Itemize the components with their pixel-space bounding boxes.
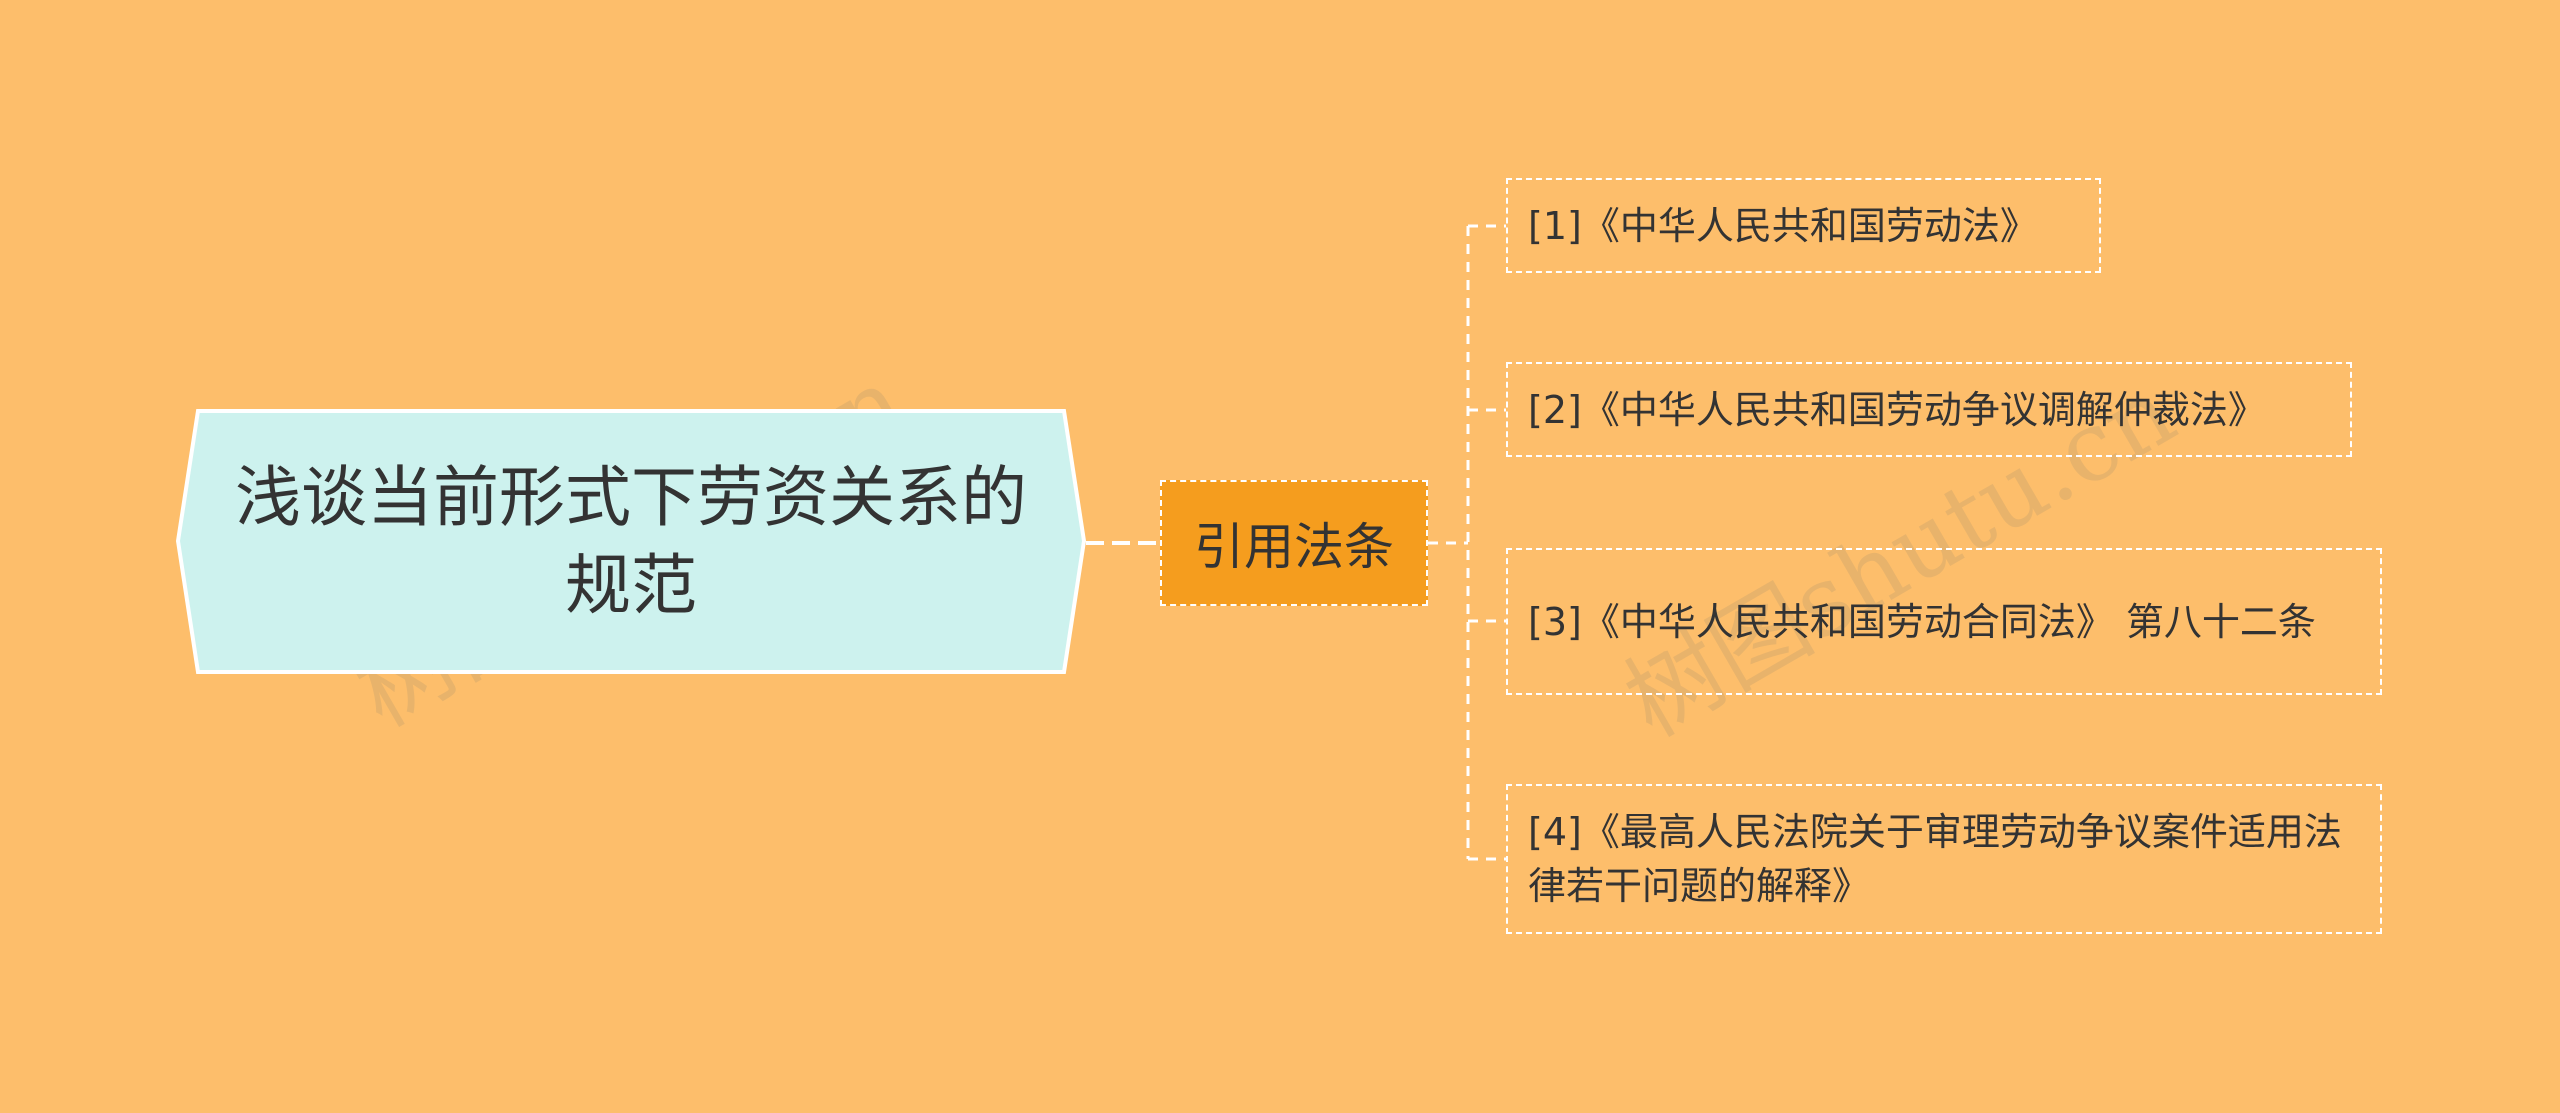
leaf-node-2[interactable]: [2]《中华人民共和国劳动争议调解仲裁法》 [1506,362,2352,457]
branch-node-citations[interactable]: 引用法条 [1160,480,1428,606]
leaf-node-label: [4]《最高人民法院关于审理劳动争议案件适用法律若干问题的解释》 [1528,810,2342,908]
leaf-node-1[interactable]: [1]《中华人民共和国劳动法》 [1506,178,2101,273]
leaf-node-4[interactable]: [4]《最高人民法院关于审理劳动争议案件适用法律若干问题的解释》 [1506,784,2382,934]
branch-node-label: 引用法条 [1194,518,1394,576]
leaf-node-label: [2]《中华人民共和国劳动争议调解仲裁法》 [1528,387,2266,432]
root-node-label: 浅谈当前形式下劳资关系的规范 [235,458,1027,624]
leaf-node-label: [1]《中华人民共和国劳动法》 [1528,203,2038,248]
leaf-node-3[interactable]: [3]《中华人民共和国劳动合同法》 第八十二条 [1506,548,2382,695]
root-node-shape [176,409,1086,674]
root-node[interactable]: 浅谈当前形式下劳资关系的规范 [176,409,1086,674]
leaf-node-label: [3]《中华人民共和国劳动合同法》 第八十二条 [1528,599,2316,644]
